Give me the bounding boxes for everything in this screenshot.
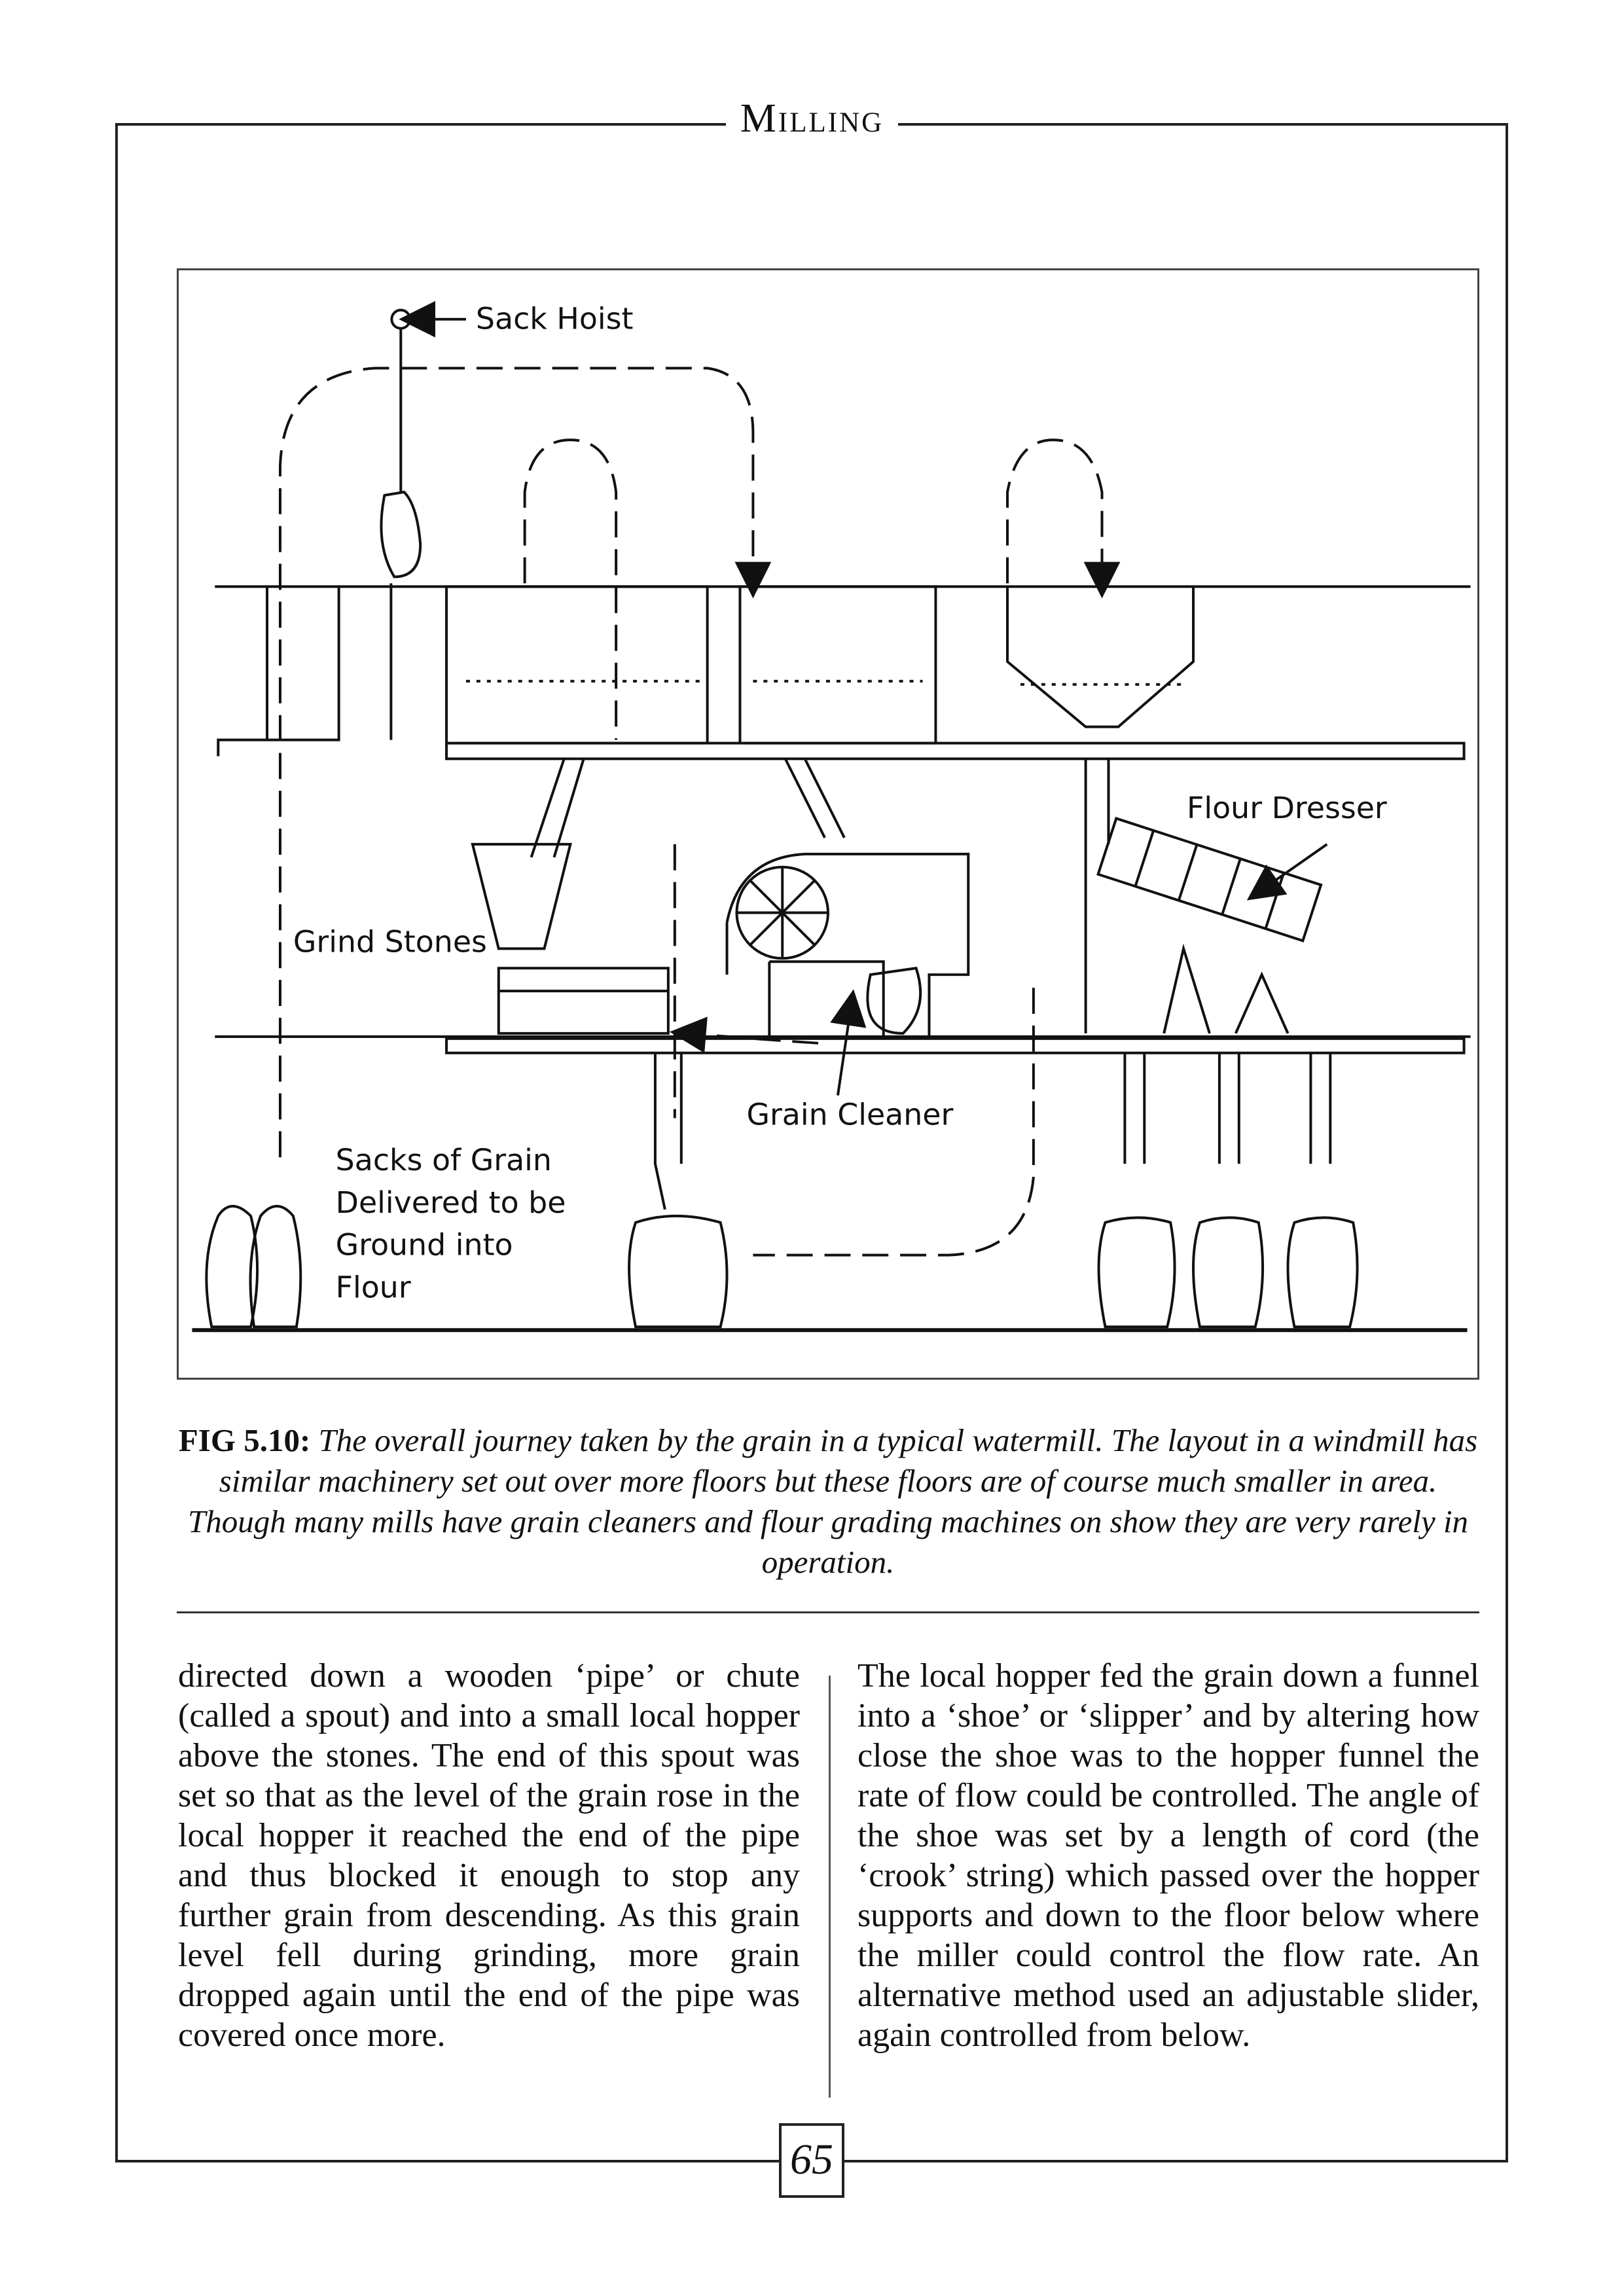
label-grain-cleaner: Grain Cleaner <box>746 1096 953 1132</box>
output-sack-3 <box>1286 1216 1359 1329</box>
upper-floor-line <box>338 583 1471 740</box>
label-grind-stones: Grind Stones <box>293 924 487 959</box>
body-column-left: directed down a wooden ‘pipe’ or chute (… <box>178 1657 800 2054</box>
running-head: Milling <box>0 96 1624 142</box>
upper-floor <box>445 742 1466 761</box>
stone-output-chute <box>653 1052 683 1210</box>
figure-caption-text: The overall journey taken by the grain i… <box>187 1422 1478 1580</box>
stone-hopper <box>471 842 572 950</box>
output-sack-stones <box>628 1214 729 1329</box>
flour-dresser-drum <box>1096 816 1323 942</box>
figure-illustration: Sack Hoist Flour Dresser Grind Stones Gr… <box>177 268 1479 1380</box>
flow-route-bin1 <box>523 439 618 740</box>
hoisted-sack <box>380 490 422 579</box>
label-sacks-line-4: Flour <box>336 1269 411 1304</box>
cleaner-base <box>768 960 885 1037</box>
body-column-right: The local hopper fed the grain down a fu… <box>857 1657 1479 2054</box>
flow-route-bin3 <box>1006 439 1121 599</box>
grind-stones <box>497 967 670 1035</box>
mill-diagram: Sack Hoist Flour Dresser Grind Stones Gr… <box>192 301 1471 1333</box>
spout-dresser <box>1084 759 1110 844</box>
left-wall <box>215 585 340 757</box>
label-flour-dresser: Flour Dresser <box>1187 790 1387 825</box>
section-divider <box>177 1611 1479 1613</box>
bin-1 <box>445 585 709 745</box>
dresser-chutes <box>1084 844 1290 1034</box>
figure-number: FIG 5.10: <box>178 1422 311 1458</box>
dresser-ribs <box>1134 830 1286 929</box>
figure-caption: FIG 5.10: The overall journey taken by t… <box>177 1420 1479 1583</box>
label-sacks-line-1: Sacks of Grain <box>336 1142 552 1177</box>
bin-2 <box>738 585 937 745</box>
fan-blades <box>736 867 828 959</box>
page-number: 65 <box>779 2123 844 2198</box>
flow-route-up <box>278 367 772 1158</box>
delivery-sack-2 <box>249 1205 302 1329</box>
ground-floor <box>445 1037 1466 1054</box>
leader-flour-dresser <box>1246 843 1328 901</box>
label-sacks-line-3: Ground into <box>336 1227 513 1263</box>
spout-stones <box>530 759 585 858</box>
running-head-text: Milling <box>725 96 899 141</box>
sack-hoist-wheel <box>390 308 412 330</box>
flow-route-return <box>753 988 1035 1257</box>
label-sacks-line-2: Delivered to be <box>336 1185 566 1220</box>
output-sack-1 <box>1097 1216 1176 1329</box>
delivery-sack-1 <box>205 1205 259 1329</box>
flow-route-cleaner <box>669 1016 819 1053</box>
leader-grain-cleaner <box>830 989 867 1096</box>
label-sack-hoist: Sack Hoist <box>476 301 634 336</box>
grain-levels <box>465 679 1184 686</box>
column-divider <box>829 1676 831 2098</box>
grain-cleaner-body <box>725 852 970 1037</box>
output-sack-2 <box>1192 1216 1265 1329</box>
bin-3-hopper <box>1006 586 1195 728</box>
dresser-output-chutes <box>1123 1052 1332 1164</box>
spout-cleaner <box>784 759 846 838</box>
cleaner-sack <box>866 967 922 1035</box>
